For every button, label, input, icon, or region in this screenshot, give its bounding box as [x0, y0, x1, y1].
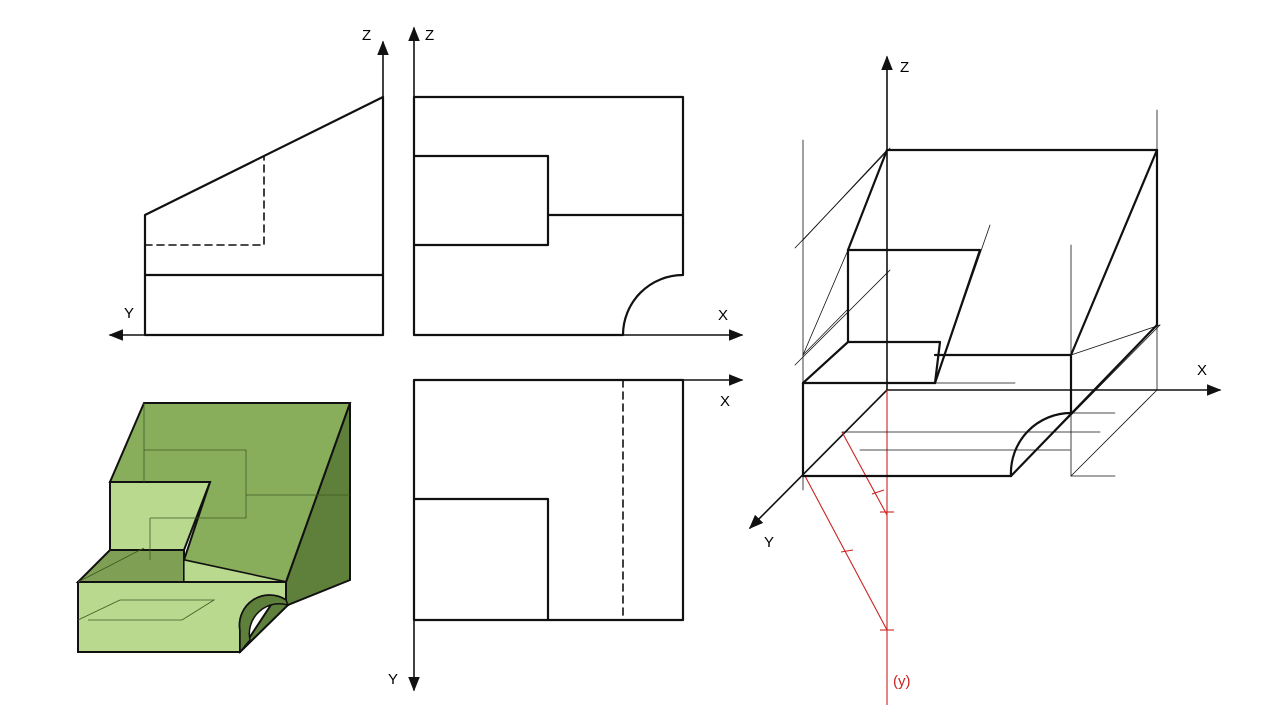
shaded-isometric-model [75, 402, 352, 655]
front-z-label: Z [425, 27, 434, 44]
axo-y-axis [748, 389, 888, 530]
profile-hidden-edge [144, 156, 265, 246]
axo-y-label: Y [764, 534, 774, 551]
top-y-label: Y [388, 671, 398, 688]
front-view: Z X [408, 26, 744, 341]
profile-z-label: Z [362, 27, 371, 44]
profile-view: Z Y [108, 27, 389, 341]
axo-thin-construction-lines [794, 109, 1161, 491]
front-outline [412, 95, 685, 337]
front-notch [412, 154, 550, 247]
front-x-label: X [718, 307, 728, 324]
top-view: X Y [388, 374, 744, 692]
shaded-round-cutout [238, 594, 290, 655]
axonometric-construction: Z X Y (y) [748, 55, 1222, 705]
axo-y-projected-label: (y) [893, 673, 911, 690]
profile-outline [143, 95, 385, 337]
top-notch [412, 497, 550, 622]
axo-x-label: X [1197, 362, 1207, 379]
shaded-hidden-lines [77, 403, 350, 621]
axo-z-label: Z [900, 59, 909, 76]
axo-red-construction [804, 390, 894, 705]
top-x-label: X [720, 393, 730, 410]
axo-object-edges [801, 148, 1159, 478]
profile-y-label: Y [124, 305, 134, 322]
